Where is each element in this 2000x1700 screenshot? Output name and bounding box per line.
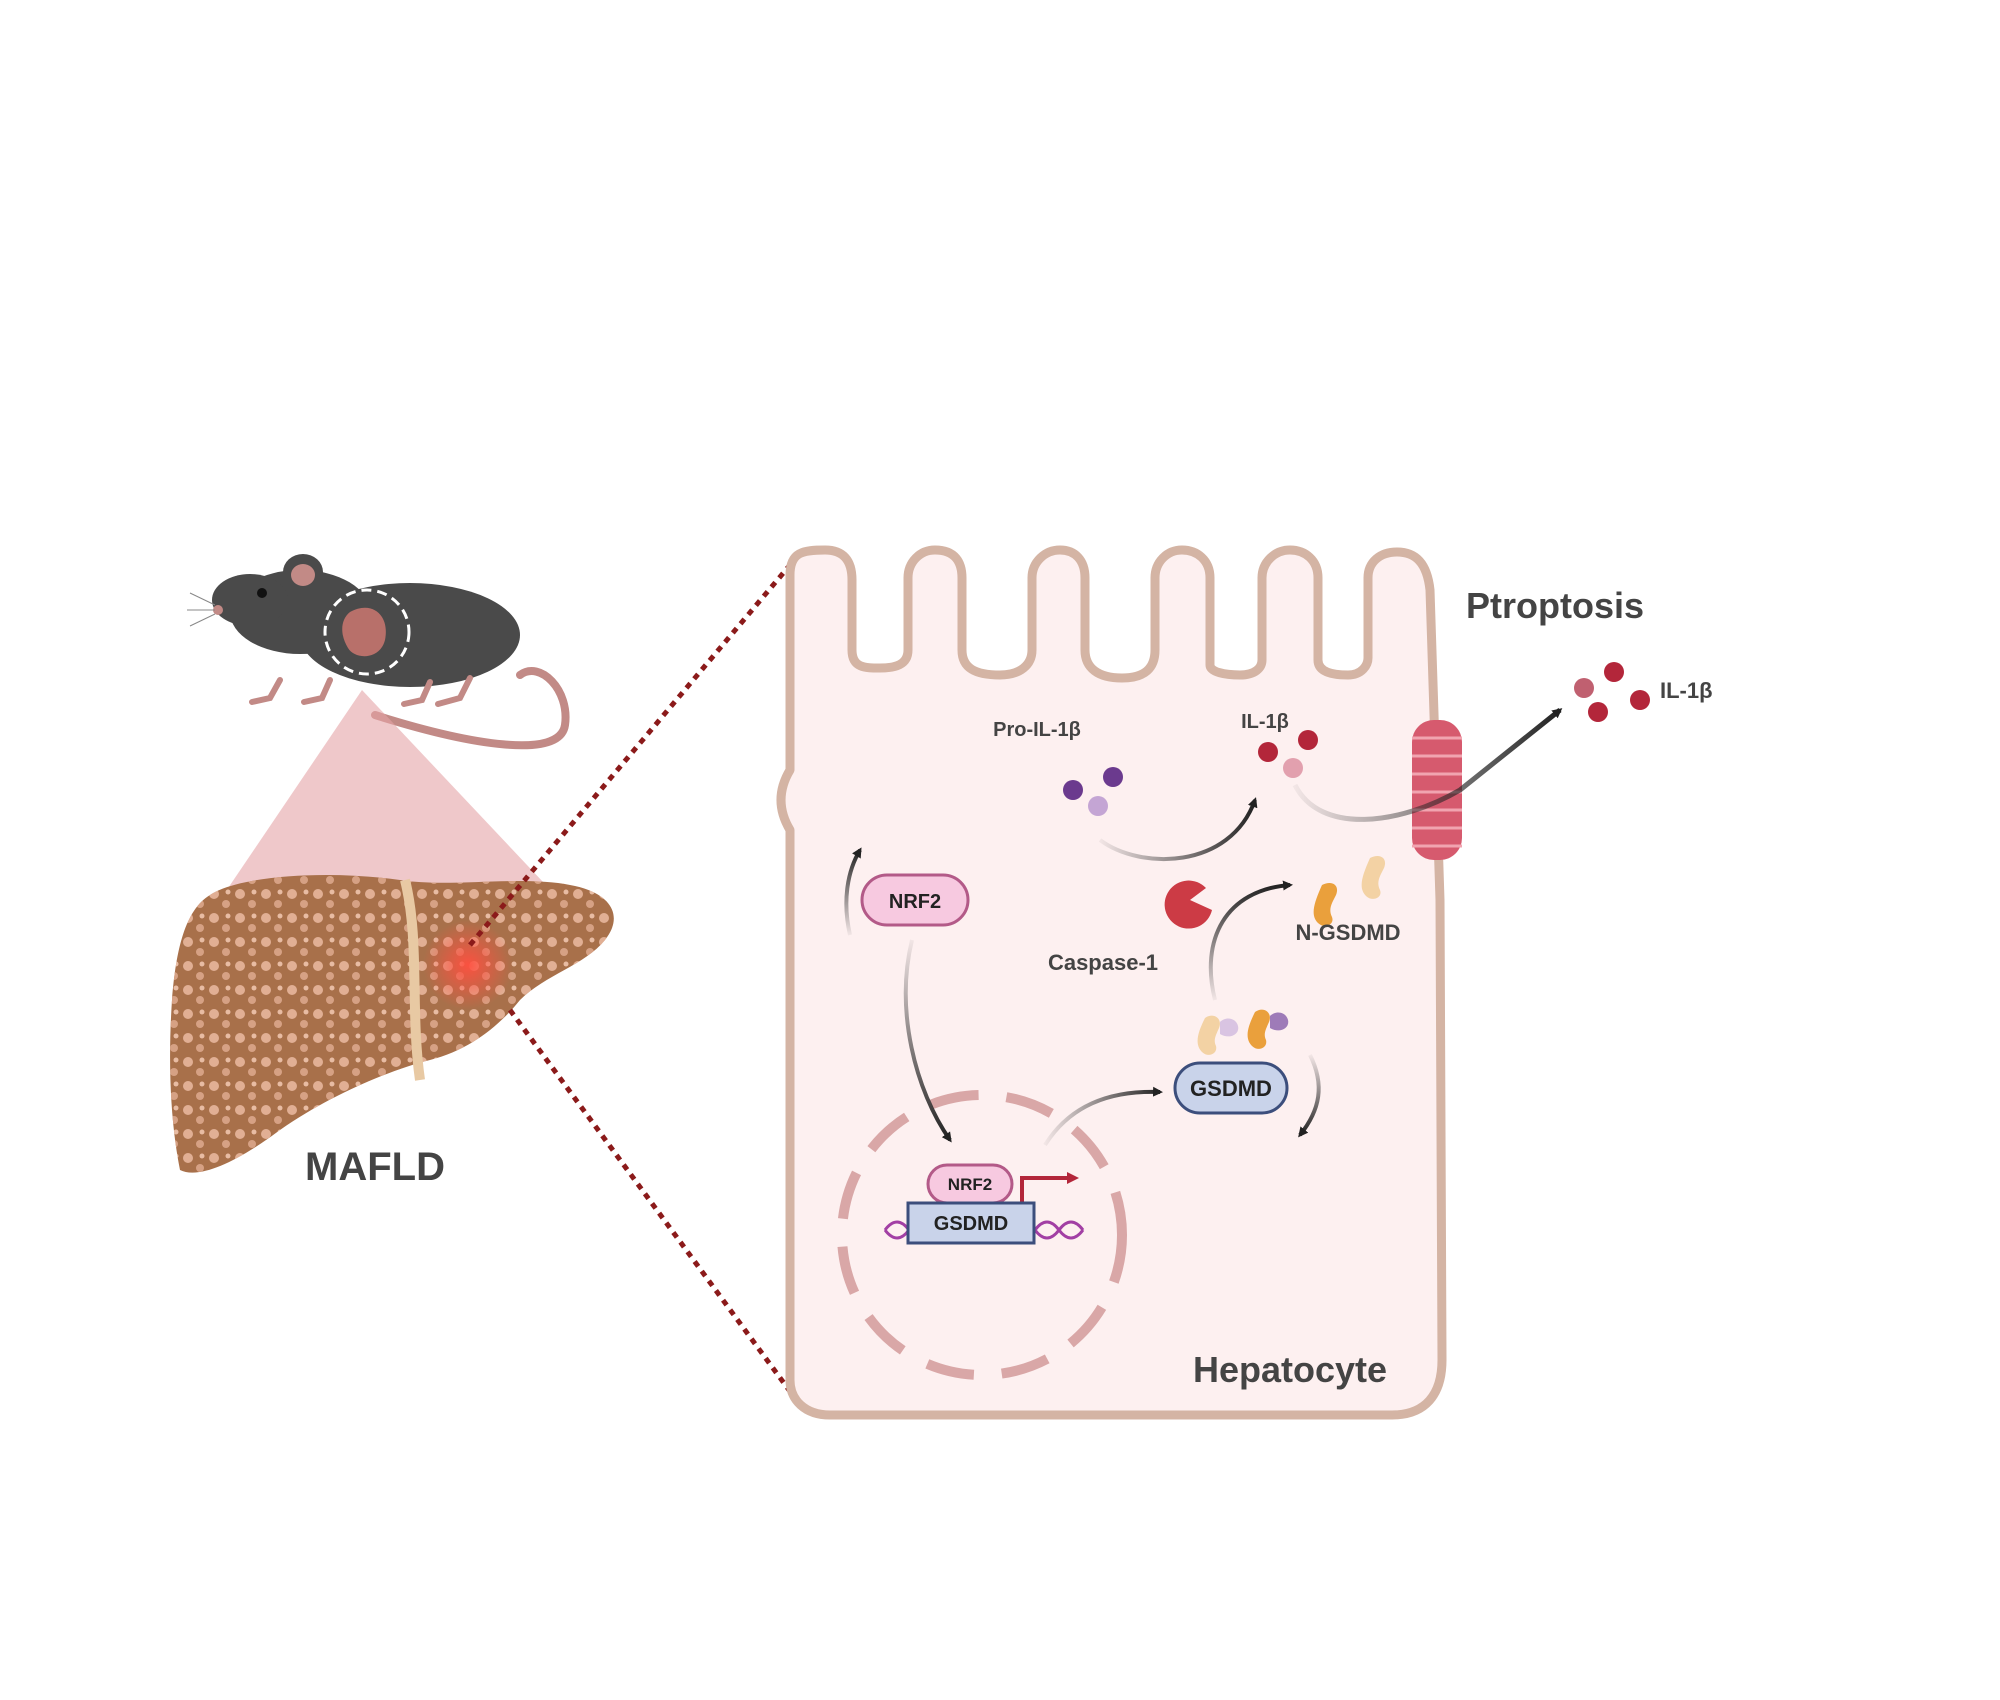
mouse-icon (187, 554, 570, 750)
nrf2-cytoplasm-pill (860, 873, 970, 927)
gasdermin-pore-icon (1412, 720, 1462, 860)
n-gsdmd-label: N-GSDMD (1295, 920, 1400, 945)
arrow-il1b-release (1292, 708, 1563, 822)
il1b-inside-label: IL-1β (1241, 711, 1289, 733)
n-gsdmd-fragments (1313, 856, 1386, 926)
il1b-outside-label: IL-1β (1660, 678, 1713, 703)
gsdmd-full-protein (1197, 1009, 1289, 1055)
arrow-nucleus-to-gsdmd (1043, 1086, 1163, 1147)
zoom-line-top (468, 563, 792, 947)
arrow-gsdmd-to-ngsdmd (1208, 880, 1293, 1001)
pyroptosis-title: Ptroptosis (1466, 585, 1644, 626)
nrf2-nucleus-label: NRF2 (948, 1175, 992, 1194)
liver-icon (170, 875, 614, 1173)
zoom-cone (220, 690, 560, 900)
caspase1-label: Caspase-1 (1048, 950, 1158, 975)
gsdmd-gene-box (906, 1201, 1036, 1245)
pro-il1b-label: Pro-IL-1β (993, 719, 1081, 741)
arrow-pro-il1b-to-il1b (1098, 797, 1258, 862)
pro-il1b-molecules (1063, 767, 1123, 816)
arrow-nrf2-up (844, 847, 862, 936)
zoom-line-bottom (507, 1008, 803, 1407)
arrow-gsdmd-cleavage (1298, 1054, 1321, 1138)
nrf2-cytoplasm-label: NRF2 (889, 891, 941, 913)
arrow-nrf2-to-nucleus (903, 939, 952, 1143)
il1b-molecules-inside (1258, 730, 1318, 778)
gsdmd-cytoplasm-pill (1173, 1061, 1289, 1115)
mafld-label: MAFLD (305, 1145, 445, 1189)
il1b-molecules-outside (1574, 662, 1650, 722)
caspase-icon (1164, 880, 1212, 929)
hepatocyte-label: Hepatocyte (1193, 1349, 1387, 1390)
gsdmd-gene-label: GSDMD (934, 1213, 1008, 1235)
transcription-arrow-icon (1020, 1172, 1079, 1206)
nucleus (837, 1090, 1127, 1380)
hepatocyte-cell (776, 545, 1447, 1420)
gsdmd-cytoplasm-label: GSDMD (1190, 1076, 1272, 1101)
